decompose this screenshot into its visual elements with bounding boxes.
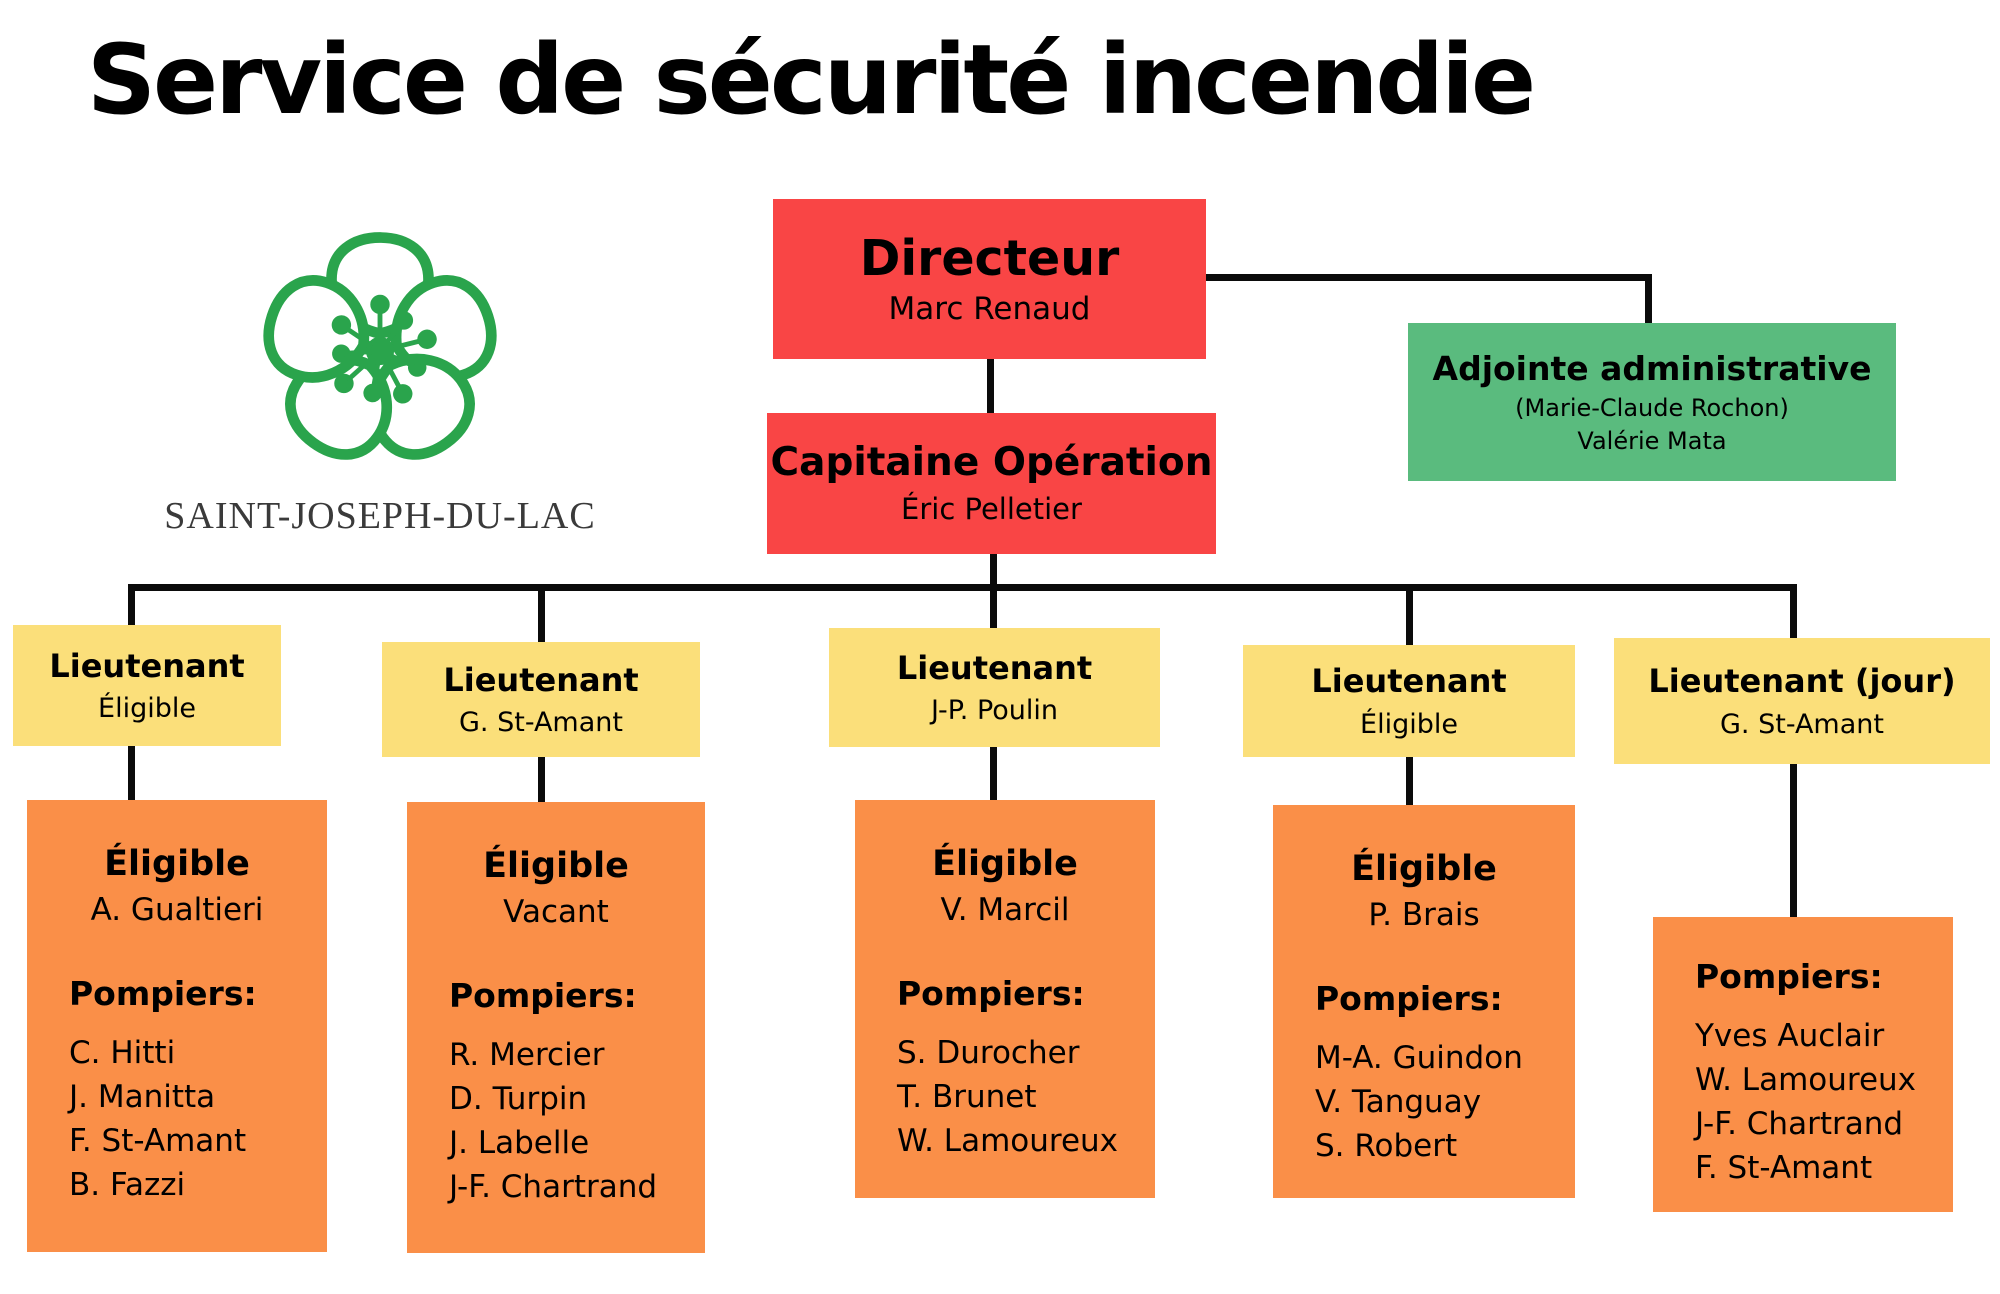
list-item: D. Turpin: [449, 1081, 588, 1117]
pompiers-list: S. Durocher T. Brunet W. Lamoureux: [873, 1031, 1137, 1163]
node-name: J-P. Poulin: [930, 695, 1059, 727]
connector-capitaine-rail: [990, 550, 997, 592]
page-title: Service de sécurité incendie: [86, 24, 1536, 136]
list-item: F. St-Amant: [69, 1123, 247, 1159]
connector-rail-lt1: [128, 584, 135, 629]
eligible-label: Éligible: [932, 844, 1078, 884]
pompiers-list: C. Hitti J. Manitta F. St-Amant B. Fazzi: [45, 1031, 309, 1207]
eligible-label: Éligible: [104, 844, 250, 884]
list-item: R. Mercier: [449, 1037, 605, 1073]
connector-rail-lt5: [1790, 584, 1797, 640]
team-box-2: Éligible Vacant Pompiers: R. Mercier D. …: [407, 802, 705, 1253]
connector-rail: [128, 584, 1797, 591]
connector-directeur-capitaine: [987, 355, 994, 417]
list-item: V. Tanguay: [1315, 1084, 1482, 1120]
team-box-5: Pompiers: Yves Auclair W. Lamoureux J-F.…: [1653, 917, 1953, 1212]
flower-icon: [263, 232, 497, 460]
node-adjointe: Adjointe administrative (Marie-Claude Ro…: [1408, 323, 1896, 481]
node-title: Lieutenant: [1311, 662, 1507, 701]
node-lieutenant-4: Lieutenant Éligible: [1243, 645, 1575, 757]
connector-rail-lt4: [1406, 584, 1413, 647]
list-item: S. Durocher: [897, 1035, 1080, 1071]
node-name: Éligible: [1360, 708, 1458, 740]
node-name: (Marie-Claude Rochon): [1515, 393, 1789, 422]
node-name: Marc Renaud: [888, 291, 1091, 328]
list-item: J-F. Chartrand: [449, 1169, 658, 1205]
connector-directeur-adjointe-v: [1645, 274, 1652, 326]
list-item: C. Hitti: [69, 1035, 176, 1071]
team-box-1: Éligible A. Gualtieri Pompiers: C. Hitti…: [27, 800, 327, 1252]
node-name: Valérie Mata: [1577, 426, 1727, 455]
node-lieutenant-3: Lieutenant J-P. Poulin: [829, 628, 1160, 747]
node-title: Directeur: [859, 229, 1120, 287]
eligible-name: A. Gualtieri: [90, 892, 264, 928]
municipal-logo: SAINT-JOSEPH-DU-LAC: [140, 222, 620, 538]
connector-lt2-team2: [538, 755, 545, 804]
node-name: Éric Pelletier: [901, 491, 1082, 526]
connector-lt1-team1: [128, 744, 135, 802]
list-item: J. Labelle: [449, 1125, 590, 1161]
list-item: T. Brunet: [897, 1079, 1037, 1115]
list-item: B. Fazzi: [69, 1167, 186, 1203]
list-item: W. Lamoureux: [1695, 1062, 1917, 1098]
pompiers-label: Pompiers:: [69, 974, 257, 1013]
node-title: Lieutenant: [49, 646, 245, 685]
connector-rail-lt2: [538, 584, 545, 644]
node-title: Lieutenant (jour): [1648, 662, 1956, 701]
pompiers-label: Pompiers:: [1315, 979, 1503, 1018]
list-item: F. St-Amant: [1695, 1150, 1873, 1186]
eligible-label: Éligible: [1351, 849, 1497, 889]
node-title: Lieutenant: [443, 660, 639, 699]
node-name: G. St-Amant: [1720, 708, 1884, 740]
node-title: Adjointe administrative: [1432, 349, 1872, 389]
pompiers-list: Yves Auclair W. Lamoureux J-F. Chartrand…: [1671, 1014, 1935, 1190]
pompiers-list: M-A. Guindon V. Tanguay S. Robert: [1291, 1036, 1557, 1168]
list-item: J. Manitta: [69, 1079, 216, 1115]
eligible-name: P. Brais: [1368, 897, 1480, 933]
connector-lt4-team4: [1406, 755, 1413, 807]
node-capitaine: Capitaine Opération Éric Pelletier: [767, 413, 1216, 554]
logo-text: SAINT-JOSEPH-DU-LAC: [164, 495, 596, 537]
eligible-name: V. Marcil: [940, 892, 1070, 928]
list-item: Yves Auclair: [1695, 1018, 1885, 1054]
eligible-label: Éligible: [483, 846, 629, 886]
team-box-3: Éligible V. Marcil Pompiers: S. Durocher…: [855, 800, 1155, 1198]
list-item: S. Robert: [1315, 1128, 1458, 1164]
pompiers-label: Pompiers:: [1695, 957, 1883, 996]
node-name: Éligible: [98, 693, 196, 725]
node-lieutenant-2: Lieutenant G. St-Amant: [382, 642, 700, 757]
node-name: G. St-Amant: [459, 707, 623, 739]
pompiers-label: Pompiers:: [897, 974, 1085, 1013]
eligible-name: Vacant: [503, 894, 609, 930]
team-box-4: Éligible P. Brais Pompiers: M-A. Guindon…: [1273, 805, 1575, 1198]
list-item: J-F. Chartrand: [1695, 1106, 1904, 1142]
list-item: W. Lamoureux: [897, 1123, 1119, 1159]
node-title: Lieutenant: [896, 648, 1093, 687]
pompiers-list: R. Mercier D. Turpin J. Labelle J-F. Cha…: [425, 1033, 687, 1209]
pompiers-label: Pompiers:: [449, 976, 637, 1015]
node-directeur: Directeur Marc Renaud: [773, 199, 1206, 359]
list-item: M-A. Guindon: [1315, 1040, 1523, 1076]
node-title: Capitaine Opération: [770, 440, 1213, 486]
node-lieutenant-5: Lieutenant (jour) G. St-Amant: [1614, 638, 1990, 764]
connector-lt5-team5: [1790, 762, 1797, 919]
connector-lt3-team3: [990, 744, 997, 802]
connector-rail-lt3: [990, 584, 997, 630]
connector-directeur-adjointe-h: [1205, 274, 1652, 281]
node-lieutenant-1: Lieutenant Éligible: [13, 625, 281, 746]
